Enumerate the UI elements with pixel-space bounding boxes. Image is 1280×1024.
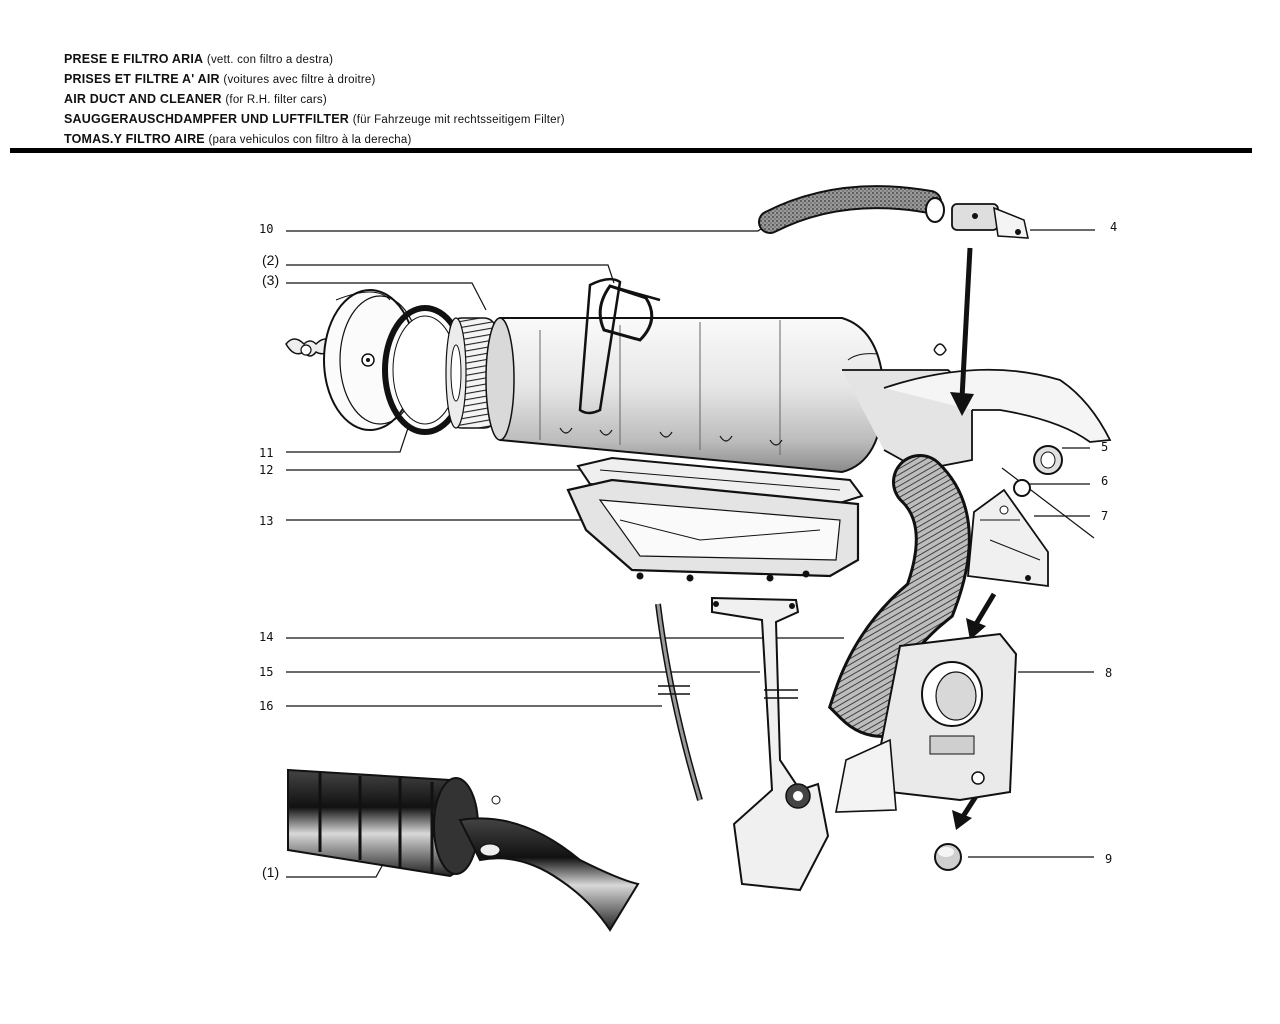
callout-9: 9 — [1105, 852, 1112, 866]
header-subtitle: (para vehiculos con filtro à la derecha) — [208, 134, 412, 146]
bracket — [967, 488, 1049, 588]
header-line-french: PRISES ET FILTRE A' AIR (voitures avec f… — [64, 70, 565, 90]
callout-5: 5 — [1101, 440, 1108, 454]
duct-flange — [835, 632, 1018, 813]
callout-10: 10 — [259, 222, 273, 236]
header-subtitle: (voitures avec filtre à droitre) — [223, 74, 376, 86]
header-title: TOMAS.Y FILTRO AIRE — [64, 132, 205, 146]
callout-4: 4 — [1110, 220, 1117, 234]
callout-14: 14 — [259, 630, 273, 644]
callout-12: 12 — [259, 463, 273, 477]
header-subtitle: (für Fahrzeuge mit rechtsseitigem Filter… — [352, 114, 565, 126]
diagram-header: PRESE E FILTRO ARIA (vett. con filtro a … — [64, 50, 565, 150]
header-subtitle: (vett. con filtro a destra) — [206, 54, 334, 66]
support-stand — [711, 596, 830, 892]
leader-7b — [1001, 467, 1095, 539]
callout-7: 7 — [1101, 509, 1108, 523]
leader-10 — [286, 223, 769, 232]
header-divider — [10, 148, 1252, 153]
rubber-hose — [758, 185, 945, 234]
grommet-small — [1013, 479, 1031, 497]
callout-16: 16 — [259, 699, 273, 713]
header-title: AIR DUCT AND CLEANER — [64, 92, 222, 106]
header-line-german: SAUGGERAUSCHDAMPFER UND LUFTFILTER (für … — [64, 110, 565, 130]
callout-15: 15 — [259, 665, 273, 679]
leader-3 — [286, 282, 487, 311]
callout-8: 8 — [1105, 666, 1112, 680]
header-line-spanish: TOMAS.Y FILTRO AIRE (para vehiculos con … — [64, 130, 565, 150]
callout-6: 6 — [1101, 474, 1108, 488]
callout-2: (2) — [262, 252, 279, 268]
header-subtitle: (for R.H. filter cars) — [225, 94, 327, 106]
grommet — [1033, 445, 1063, 475]
header-line-italian: PRESE E FILTRO ARIA (vett. con filtro a … — [64, 50, 565, 70]
plug-cap — [934, 843, 962, 871]
mounting-strap — [578, 277, 661, 415]
header-title: SAUGGERAUSCHDAMPFER UND LUFTFILTER — [64, 112, 350, 126]
air-filter-housing — [485, 317, 973, 474]
callout-3: (3) — [262, 272, 279, 288]
drain-tube — [655, 603, 703, 801]
tray — [566, 478, 860, 582]
header-line-english: AIR DUCT AND CLEANER (for R.H. filter ca… — [64, 90, 565, 110]
leader-2 — [286, 264, 615, 284]
header-title: PRISES ET FILTRE A' AIR — [64, 72, 220, 86]
inset-filter-tube — [287, 768, 640, 932]
header-title: PRESE E FILTRO ARIA — [64, 52, 204, 66]
leader-11 — [286, 427, 409, 453]
leader-lines — [286, 223, 1095, 878]
callout-labels: 10 (2) (3) 4 11 12 13 5 6 7 14 15 16 8 9… — [259, 220, 1117, 880]
intake-fitting — [951, 203, 1029, 239]
callout-13: 13 — [259, 514, 273, 528]
corrugated-duct — [827, 454, 971, 738]
callout-1: (1) — [262, 864, 279, 880]
callout-11: 11 — [259, 446, 273, 460]
leader-1 — [286, 865, 383, 878]
filter-element — [445, 317, 497, 429]
wing-nut — [285, 338, 335, 357]
